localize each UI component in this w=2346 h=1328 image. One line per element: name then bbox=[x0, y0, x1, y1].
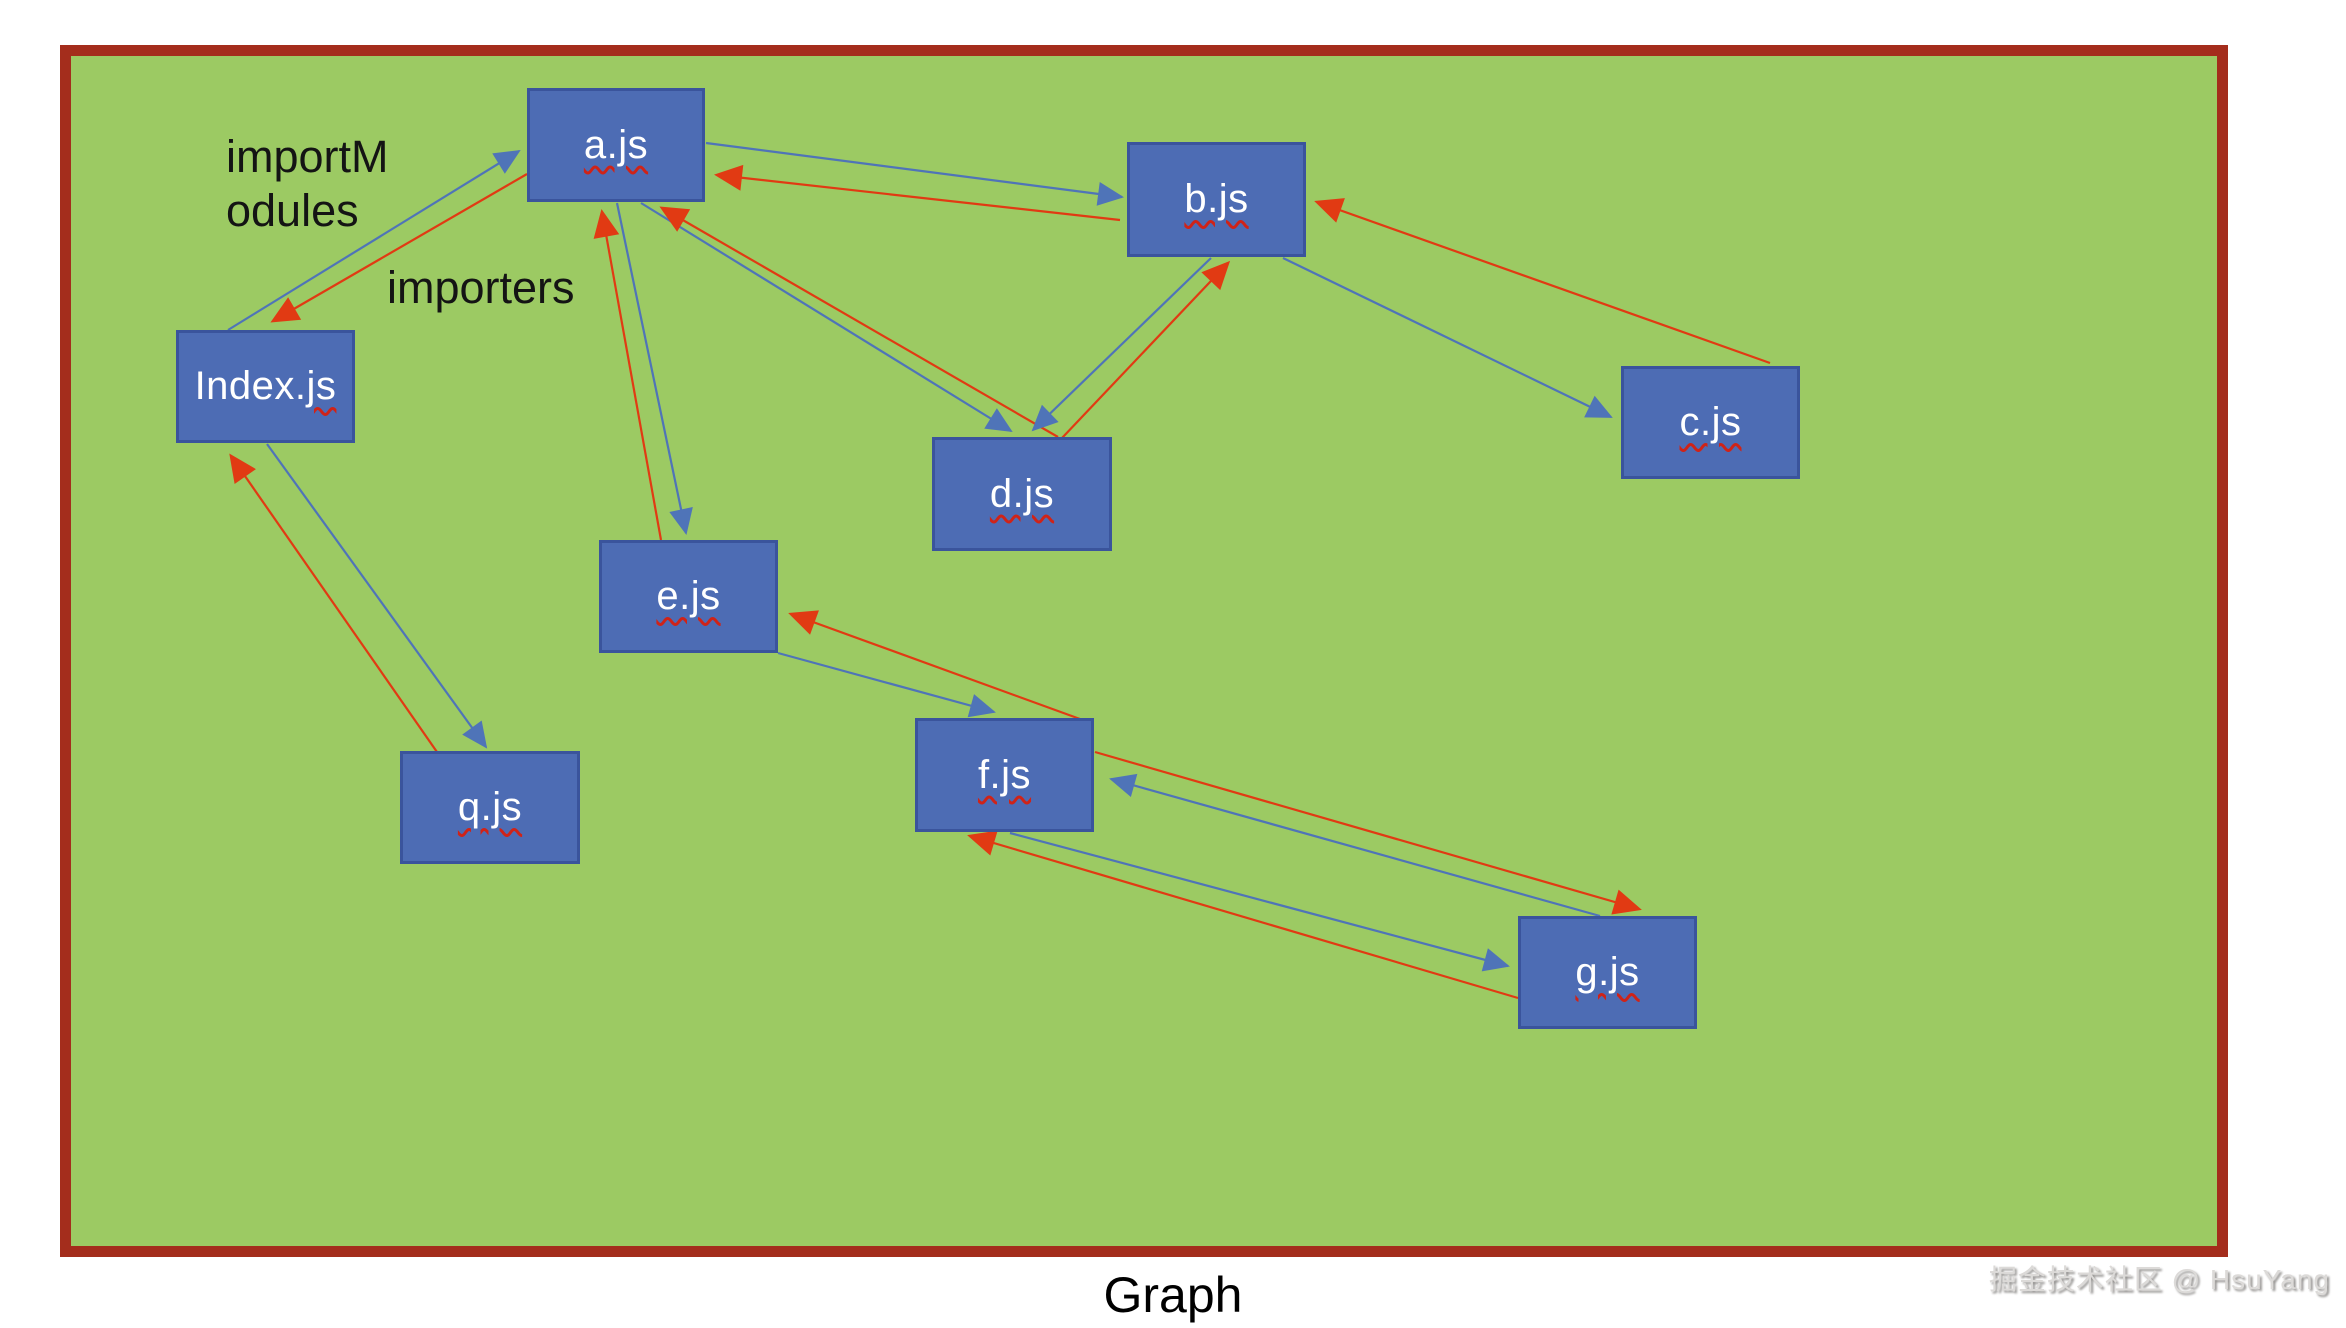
node-d: d.js bbox=[932, 437, 1112, 551]
node-label-wavy: c.js bbox=[1679, 400, 1742, 444]
node-f: f.js bbox=[915, 718, 1094, 832]
node-label-wavy: b.js bbox=[1184, 177, 1249, 221]
node-label-e: e.js bbox=[656, 574, 720, 619]
node-label-f: f.js bbox=[978, 753, 1031, 798]
watermark: 掘金技术社区 @ HsuYang bbox=[1988, 1264, 2330, 1295]
node-c: c.js bbox=[1621, 366, 1800, 479]
node-label-wavy: g.js bbox=[1575, 950, 1640, 994]
node-label-wavy: js bbox=[306, 364, 337, 408]
node-label-g: g.js bbox=[1575, 950, 1639, 995]
node-label-wavy: d.js bbox=[989, 471, 1055, 516]
node-label-a: a.js bbox=[584, 123, 648, 168]
node-g: g.js bbox=[1518, 916, 1697, 1029]
diagram-title: Graph bbox=[1103, 1267, 1243, 1323]
node-label-q: q.js bbox=[458, 785, 522, 830]
node-label-wavy: a.js bbox=[583, 122, 649, 167]
node-e: e.js bbox=[599, 540, 778, 653]
node-label-index: Index.js bbox=[195, 364, 337, 409]
node-label-d: d.js bbox=[990, 472, 1054, 517]
node-b: b.js bbox=[1127, 142, 1306, 257]
node-index: Index.js bbox=[176, 330, 355, 443]
node-label-wavy: f.js bbox=[977, 752, 1032, 797]
node-a: a.js bbox=[527, 88, 705, 202]
node-label-wavy: e.js bbox=[656, 574, 721, 618]
node-label-c: c.js bbox=[1680, 400, 1742, 445]
label-import-modules-line1: importM bbox=[226, 131, 389, 182]
label-import-modules-line2: odules bbox=[226, 185, 359, 236]
node-label-wavy: q.js bbox=[457, 785, 523, 829]
node-q: q.js bbox=[400, 751, 580, 864]
node-label-plain: Index. bbox=[194, 364, 307, 408]
label-importers: importers bbox=[387, 262, 575, 313]
node-label-b: b.js bbox=[1184, 177, 1248, 222]
